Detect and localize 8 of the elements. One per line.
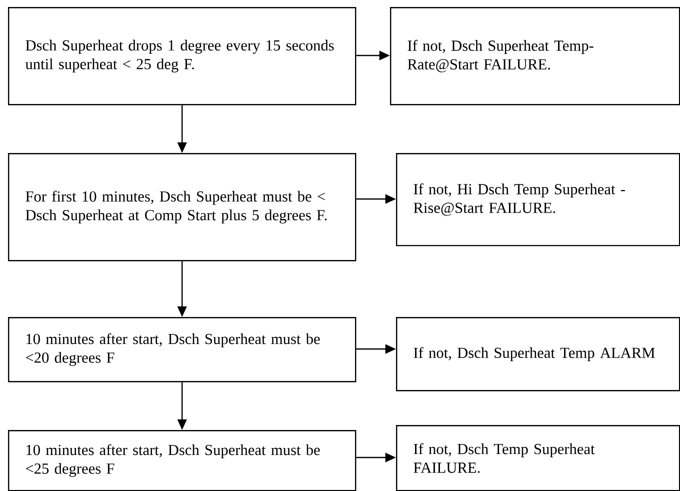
process-box: Dsch Superheat drops 1 degree every 15 seconds until superheat < 25 deg F.	[8, 7, 356, 106]
outcome-box: If not, Dsch Superheat Temp-Rate@Start FAILURE.	[390, 7, 680, 106]
process-box: 10 minutes after start, Dsch Superheat must be <20 degrees F	[8, 316, 356, 382]
process-box: For first 10 minutes, Dsch Superheat must be < Dsch Superheat at Comp Start plus 5 degrees F.	[8, 153, 356, 262]
outcome-box: If not, Dsch Temp Superheat FAILURE.	[396, 424, 680, 491]
outcome-box: If not, Hi Dsch Temp Superheat -Rise@Start FAILURE.	[396, 153, 680, 246]
process-box: 10 minutes after start, Dsch Superheat must be <25 degrees F	[8, 430, 356, 491]
outcome-box: If not, Dsch Superheat Temp ALARM	[396, 316, 680, 392]
